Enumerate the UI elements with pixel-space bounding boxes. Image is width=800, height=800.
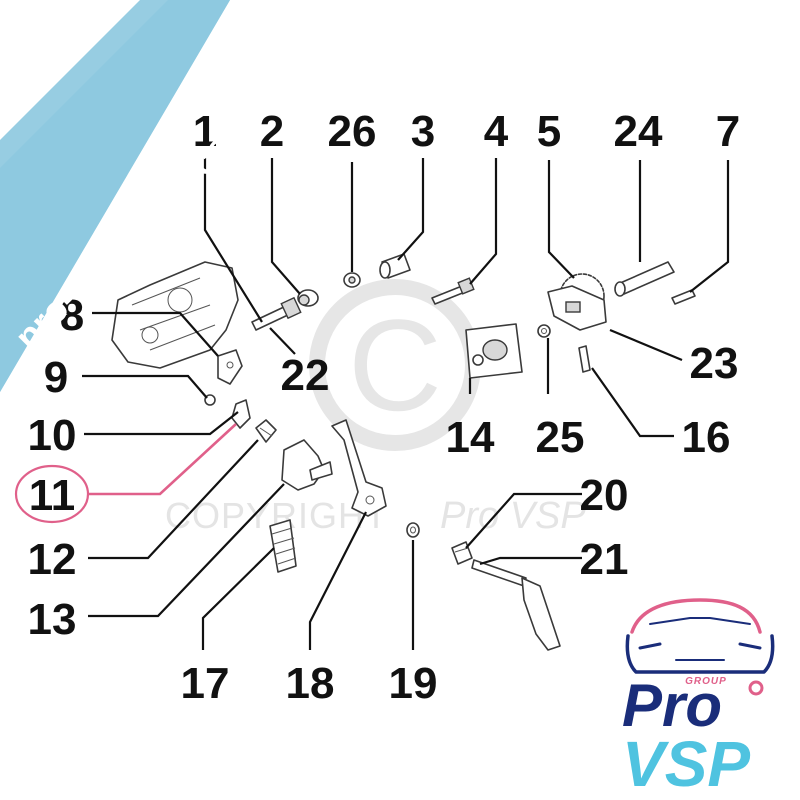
callout-23: 23 [690,339,739,388]
callout-7: 7 [716,107,740,156]
copyright-watermark-letter: C [348,292,442,438]
callout-9: 9 [44,353,68,402]
website-banner: pro-piece-vsp.com [0,0,262,392]
callout-8: 8 [60,291,84,340]
logo-line-vsp: VSP [622,728,750,800]
callout-18: 18 [286,659,335,708]
part-2-bushing [297,289,319,307]
callout-25: 25 [536,413,585,462]
leader-lines [82,158,730,650]
part-18-lever [331,419,387,517]
part-12-spring [255,419,277,443]
part-3-sleeve [379,253,411,279]
callout-24: 24 [614,107,663,156]
part-16-pin [578,345,591,373]
callout-4: 4 [484,107,509,156]
logo-group-label: GROUP [685,676,727,687]
housing-plate [111,261,239,369]
part-17-spring [269,519,297,573]
callout-5: 5 [537,107,561,156]
part-25-washer [537,324,551,338]
pro-vsp-logo: GROUP Pro VSP [622,598,775,800]
logo-pink-dot [748,680,764,696]
callout-22: 22 [281,351,330,400]
callout-1: 1 [193,107,217,156]
part-24-shaft [614,261,675,297]
callout-17: 17 [181,659,230,708]
part-5-gear-assembly [547,273,607,331]
part-19-washer [406,522,420,538]
part-14-bushing [465,323,523,379]
part-13-cam [281,439,333,491]
callout-19: 19 [389,659,438,708]
callout-2: 2 [260,107,284,156]
part-7-pin [671,289,696,305]
callout-10: 10 [28,411,77,460]
copyright-watermark-brand: Pro VSP [440,495,586,537]
callout-3: 3 [411,107,435,156]
callout-12: 12 [28,535,77,584]
callout-14: 14 [446,413,495,462]
callout-numbers: 1 2 26 3 4 5 24 7 8 9 10 11 12 13 22 14 … [28,107,741,708]
callout-20: 20 [580,471,629,520]
part-26-nut [343,272,361,288]
part-22-screw [251,296,302,331]
callout-26: 26 [328,107,377,156]
callout-16: 16 [682,413,731,462]
callout-21: 21 [580,535,629,584]
logo-line-pro: Pro [622,672,722,739]
callout-13: 13 [28,595,77,644]
callout-11-highlight-ring [14,464,90,524]
part-8-lever [217,349,243,385]
part-21-shaft-lever [471,559,561,651]
car-icon [625,598,775,674]
callout-11-highlight-leader [88,423,237,496]
callout-11: 11 [29,471,76,520]
